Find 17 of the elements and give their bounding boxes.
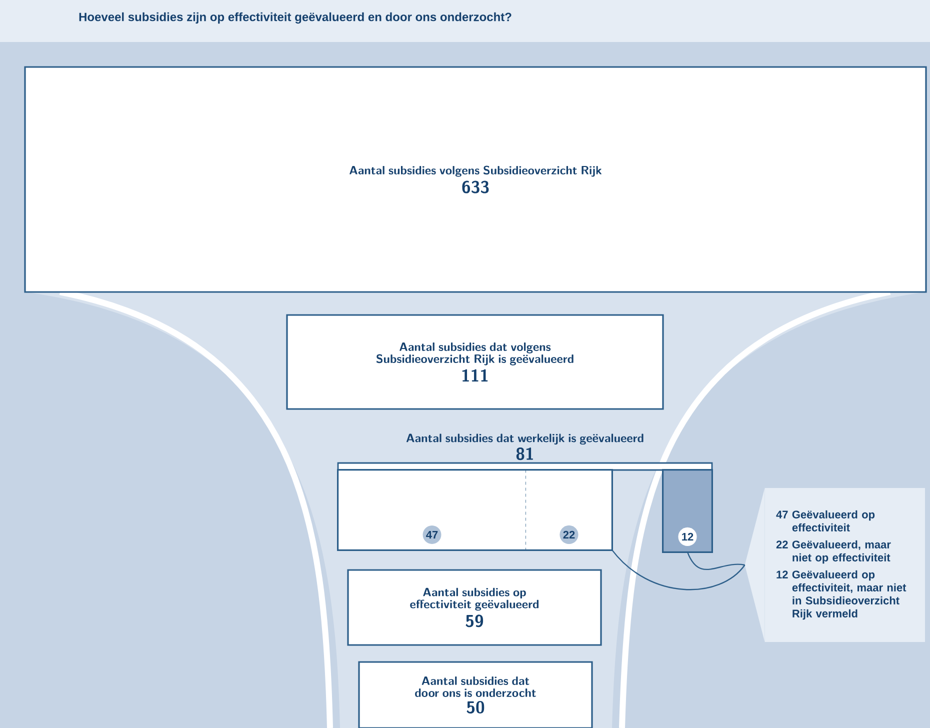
node-label: 47 bbox=[426, 530, 438, 539]
count-box: Aantal subsidies op effectiviteit geëvalueerd 59 bbox=[347, 569, 602, 646]
legend-item: 22 Geëvalueerd, maar niet op effectiviteit bbox=[776, 540, 891, 564]
count-box: 12 bbox=[662, 469, 713, 553]
node-label: Aantal subsidies dat werkelijk is geëvalueerd bbox=[406, 434, 644, 445]
callout-panel bbox=[744, 488, 925, 642]
title: Hoeveel subsidies zijn op effectiviteit geëvalueerd en door ons onderzocht? bbox=[79, 12, 512, 24]
connector-curve bbox=[612, 550, 746, 590]
connector-curve bbox=[686, 552, 745, 570]
count-box: Aantal subsidies dat volgens Subsidieoverzicht Rijk is geëvalueerd 111 bbox=[286, 314, 664, 410]
bracket-bar: Aantal subsidies dat werkelijk is geëvalueerd 81 bbox=[337, 434, 713, 471]
legend-item: 47 Geëvalueerd op effectiviteit bbox=[776, 510, 875, 532]
count-box: Aantal subsidies dat door ons is onderzocht 50 bbox=[358, 661, 593, 728]
node-label: 22 bbox=[563, 530, 575, 539]
legend-item: 12 Geëvalueerd op effectiviteit, maar niet in Subsidieoverzicht Rijk vermeld bbox=[776, 570, 906, 620]
count-box: Aantal subsidies volgens Subsidieoverzicht Rijk 633 bbox=[24, 66, 927, 293]
node-label: 81 bbox=[516, 448, 534, 460]
